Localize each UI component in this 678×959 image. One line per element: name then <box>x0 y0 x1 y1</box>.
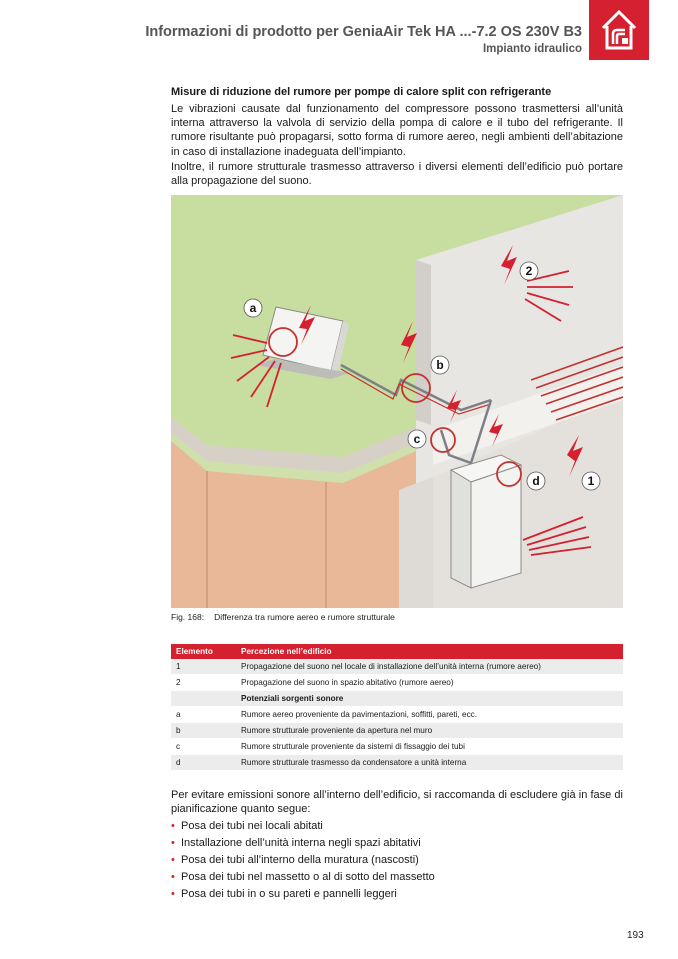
row-text: Rumore aereo proveniente da pavimentazio… <box>236 706 623 724</box>
figure-label-c: c <box>414 432 421 446</box>
figure-label-1: 1 <box>588 474 595 488</box>
table-row: c Rumore strutturale proveniente da sist… <box>171 738 623 755</box>
row-element: a <box>171 706 236 724</box>
recommendation-list: • Posa dei tubi nei locali abitati • Insta… <box>171 818 623 903</box>
intro-paragraph: Le vibrazioni causate dal funzionamento … <box>171 103 623 158</box>
row-element: d <box>171 754 236 771</box>
figure-label-d: d <box>532 474 539 488</box>
figure-caption-text: Differenza tra rumore aereo e rumore str… <box>214 612 395 622</box>
legend-table: Elemento Percezione nell’edificio 1 Prop… <box>171 644 623 771</box>
table-row: d Rumore strutturale trasmesso da conden… <box>171 754 623 771</box>
structural-noise-paragraph: Inoltre, il rumore strutturale trasmesso… <box>171 161 623 188</box>
list-item-text: Posa dei tubi nel massetto o al di sotto… <box>181 871 435 883</box>
table-row: 1 Propagazione del suono nel locale di i… <box>171 659 623 676</box>
column-header-perception: Percezione nell’edificio <box>236 644 623 659</box>
list-item: • Installazione dell’unità interna negli … <box>171 835 623 852</box>
bullet-icon: • <box>171 854 175 866</box>
figure-label-2: 2 <box>526 264 533 278</box>
row-text: Rumore strutturale proveniente da sistem… <box>236 738 623 755</box>
chapter-subtitle: Impianto idraulico <box>482 43 582 55</box>
list-item-text: Installazione dell’unità interna negli s… <box>181 837 421 849</box>
recommendation-intro: Per evitare emissioni sonore all’interno… <box>171 789 623 816</box>
figure-label-b: b <box>436 358 443 372</box>
row-text: Rumore strutturale trasmesso da condensa… <box>236 754 623 771</box>
column-header-element: Elemento <box>171 644 236 659</box>
row-text: Rumore strutturale proveniente da apertu… <box>236 722 623 739</box>
bullet-icon: • <box>171 820 175 832</box>
row-text: Propagazione del suono in spazio abitati… <box>236 674 623 692</box>
figure-label-a: a <box>250 301 257 315</box>
bullet-icon: • <box>171 837 175 849</box>
noise-illustration: a b c d 1 2 <box>171 195 623 608</box>
table-row: a Rumore aereo proveniente da pavimentaz… <box>171 706 623 724</box>
page-number: 193 <box>627 930 644 941</box>
list-item: • Posa dei tubi all’interno della muratur… <box>171 852 623 869</box>
house-heating-icon <box>589 0 649 60</box>
row-element: 2 <box>171 674 236 692</box>
row-text: Propagazione del suono nel locale di ins… <box>236 659 623 676</box>
list-item-text: Posa dei tubi in o su pareti e pannelli … <box>181 888 397 900</box>
list-item-text: Posa dei tubi all’interno della muratura… <box>181 854 419 866</box>
row-element: c <box>171 738 236 755</box>
list-item: • Posa dei tubi nel massetto o al di sott… <box>171 869 623 886</box>
bullet-icon: • <box>171 888 175 900</box>
figure-number: Fig. 168: <box>171 612 205 622</box>
table-header-row: Elemento Percezione nell’edificio <box>171 644 623 659</box>
list-item: • Posa dei tubi in o su pareti e pannelli… <box>171 886 623 903</box>
list-item: • Posa dei tubi nei locali abitati <box>171 818 623 835</box>
list-item-text: Posa dei tubi nei locali abitati <box>181 820 323 832</box>
row-text: Potenziali sorgenti sonore <box>236 690 623 708</box>
row-element <box>171 690 236 708</box>
bullet-icon: • <box>171 871 175 883</box>
row-element: 1 <box>171 659 236 676</box>
section-heading: Misure di riduzione del rumore per pompe… <box>171 86 552 98</box>
row-element: b <box>171 722 236 739</box>
table-subheader-row: Potenziali sorgenti sonore <box>171 690 623 708</box>
table-row: b Rumore strutturale proveniente da aper… <box>171 722 623 739</box>
document-title: Informazioni di prodotto per GeniaAir Te… <box>145 24 582 40</box>
figure-caption: Fig. 168: Differenza tra rumore aereo e r… <box>171 612 395 622</box>
table-row: 2 Propagazione del suono in spazio abita… <box>171 674 623 692</box>
